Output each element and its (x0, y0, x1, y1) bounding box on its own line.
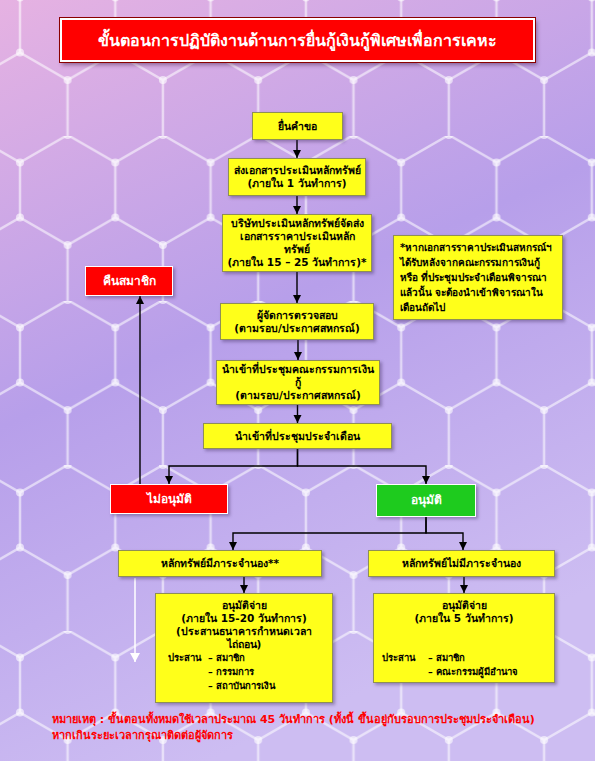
process-box: นำเข้าที่ประชุมประจำเดือน (203, 423, 392, 449)
list-item: – กรรมการ (208, 666, 254, 678)
title-banner: ขั้นตอนการปฏิบัติงานด้านการยื่นกู้เงินกู… (60, 18, 535, 62)
node-text: (ภายใน 1 วันทำการ) (247, 177, 346, 190)
node-text: หลักทรัพย์ไม่มีภาระจำนอง (402, 557, 521, 570)
footnote-text: หมายเหตุ : ขั้นตอนทั้งหมดใช้เวลาประมาณ 4… (52, 712, 587, 728)
flow-arrow (298, 449, 427, 484)
node-text: คืนสมาชิก (103, 275, 156, 288)
list-item: ประสาน (382, 652, 415, 664)
title-text: ขั้นตอนการปฏิบัติงานด้านการยื่นกู้เงินกู… (98, 31, 497, 50)
payment-box: อนุมัติจ่าย(ภายใน 15-20 วันทำการ)(ประสาน… (155, 593, 333, 703)
flow-arrow (463, 577, 464, 593)
node-text: (ประสานธนาคารกำหนดเวลาไถ่ถอน) (160, 625, 328, 651)
node-text: (ตามรอบ/ประกาศสหกรณ์) (234, 322, 359, 335)
white-arrow (134, 578, 136, 662)
category-box: หลักทรัพย์ไม่มีภาระจำนอง (368, 550, 555, 577)
flow-arrow (169, 449, 298, 484)
note-area: หมายเหตุ : ขั้นตอนทั้งหมดใช้เวลาประมาณ 4… (52, 712, 587, 744)
node-text: ยื่นคำขอ (278, 120, 317, 133)
flow-arrow (243, 577, 244, 593)
node-text: นำเข้าที่ประชุมประจำเดือน (235, 430, 360, 443)
flow-arrow (296, 196, 297, 214)
node-text: (ภายใน 5 วันทำการ) (414, 612, 513, 625)
flow-arrow (296, 272, 297, 303)
node-text: หลักทรัพย์มีภาระจำนอง** (161, 557, 279, 570)
list-item: – สมาชิก (208, 652, 245, 664)
node-text: (ภายใน 15 – 25 วันทำการ)* (227, 256, 366, 269)
node-text: อนุมัติจ่าย (442, 599, 487, 612)
node-text: (ภายใน 15-20 วันทำการ) (181, 612, 307, 625)
process-box: บริษัทประเมินหลักทรัพย์จัดส่ง เอกสารราคา… (222, 214, 372, 272)
payment-box: อนุมัติจ่าย(ภายใน 5 วันทำการ) ประสาน – สมา… (373, 593, 555, 683)
flow-arrow (233, 517, 426, 550)
node-text: นำเข้าที่ประชุมคณะกรรมการเงินกู้ (221, 363, 375, 389)
node-text: อนุมัติ (411, 494, 442, 507)
flow-arrow (297, 340, 298, 360)
node-text: ไม่อนุมัติ (147, 493, 192, 506)
footnote-text: หากเกินระยะเวลากรุณาติดต่อผู้จัดการ (52, 728, 587, 744)
decision-box: อนุมัติ (376, 484, 476, 517)
node-text: อนุมัติจ่าย (222, 599, 267, 612)
process-box: ส่งเอกสารประเมินหลักทรัพย์(ภายใน 1 วันทำ… (228, 158, 366, 196)
list-item: – คณะกรรมผู้มีอำนาจ (428, 666, 518, 678)
list-item: – สถาบันการเงิน (208, 680, 275, 692)
category-box: หลักทรัพย์มีภาระจำนอง** (118, 550, 322, 577)
flow-arrow (297, 405, 298, 423)
node-text: *หากเอกสารราคาประเมินสหกรณ์ฯ ได้รับหลังจ… (400, 240, 556, 315)
flow-arrow (139, 296, 140, 484)
flow-arrow (296, 140, 297, 158)
process-box: ผู้จัดการตรวจสอบ(ตามรอบ/ประกาศสหกรณ์) (220, 303, 374, 340)
node-text: ผู้จัดการตรวจสอบ (257, 309, 338, 322)
result-box: คืนสมาชิก (85, 266, 173, 296)
process-box: นำเข้าที่ประชุมคณะกรรมการเงินกู้(ตามรอบ/… (216, 360, 380, 405)
flow-arrow (426, 517, 463, 550)
node-text: (ตามรอบ/ประกาศสหกรณ์) (235, 389, 360, 402)
node-text: ส่งเอกสารประเมินหลักทรัพย์ (234, 164, 361, 177)
note-box: *หากเอกสารราคาประเมินสหกรณ์ฯ ได้รับหลังจ… (393, 235, 563, 320)
decision-box: ไม่อนุมัติ (110, 484, 228, 514)
list-item: ประสาน (168, 652, 201, 664)
node-text: บริษัทประเมินหลักทรัพย์จัดส่ง เอกสารราคา… (227, 217, 367, 256)
list-item: – สมาชิก (428, 652, 465, 664)
process-box: ยื่นคำขอ (252, 112, 343, 140)
